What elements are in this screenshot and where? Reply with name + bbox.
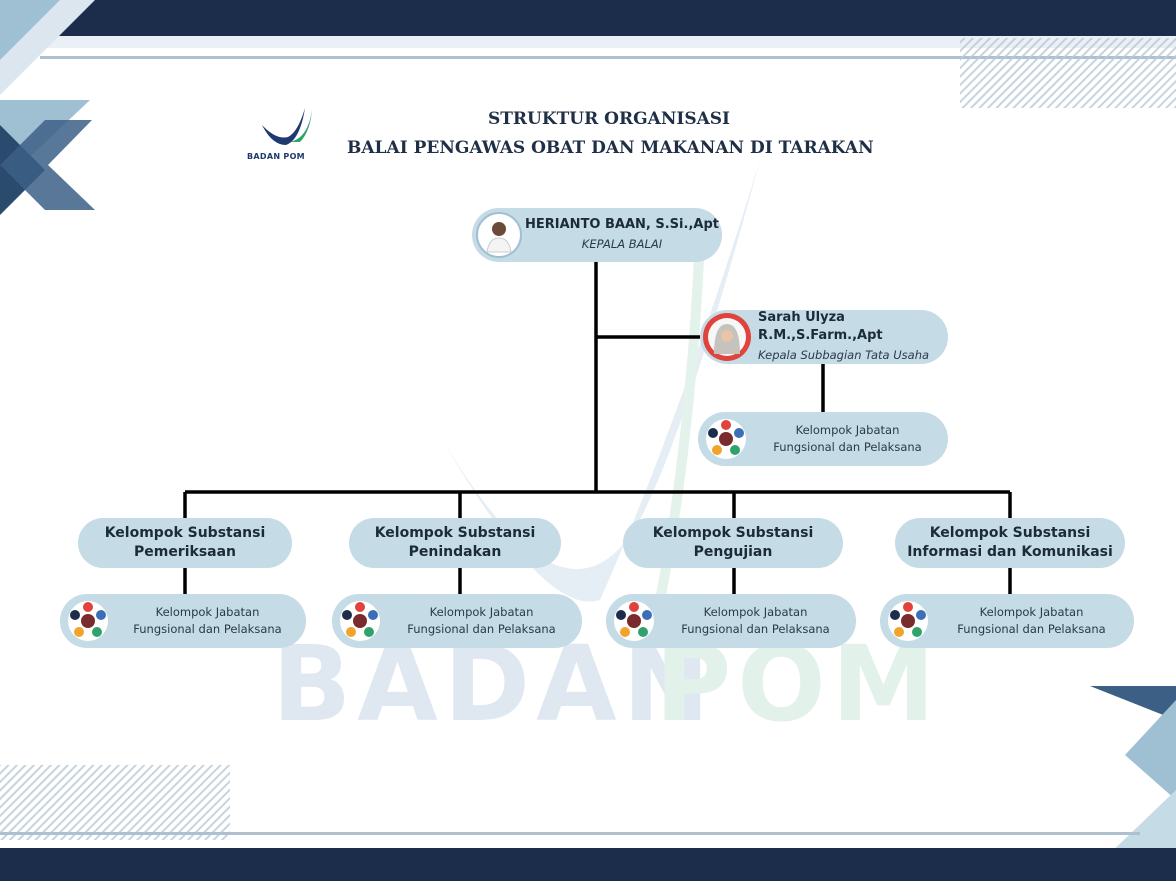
substance-line1: Kelompok Substansi <box>104 525 266 541</box>
substance-line2: Penindakan <box>408 544 502 560</box>
functional-group-line2: Fungsional dan Pelaksana <box>407 622 556 636</box>
functional-group-line1: Kelompok Jabatan <box>703 605 808 619</box>
functional-group-pengujian: Kelompok Jabatan Fungsional dan Pelaksan… <box>606 594 856 648</box>
substance-node-penindakan: Kelompok Substansi Penindakan <box>349 518 561 568</box>
substance-line2: Pemeriksaan <box>133 544 237 560</box>
functional-group-pemeriksaan: Kelompok Jabatan Fungsional dan Pelaksan… <box>60 594 306 648</box>
functional-group-line2: Fungsional dan Pelaksana <box>133 622 282 636</box>
team-network-icon <box>888 601 928 641</box>
substance-line1: Kelompok Substansi <box>929 525 1091 541</box>
substance-node-pengujian: Kelompok Substansi Pengujian <box>623 518 843 568</box>
team-network-icon <box>68 601 108 641</box>
admin-role: Kepala Subbagian Tata Usaha <box>758 348 930 362</box>
substance-line2: Pengujian <box>693 544 773 560</box>
functional-group-informasi: Kelompok Jabatan Fungsional dan Pelaksan… <box>880 594 1134 648</box>
team-network-icon <box>706 419 746 459</box>
head-node: HERIANTO BAAN, S.Si.,Apt KEPALA BALAI <box>472 208 722 262</box>
functional-group-penindakan: Kelompok Jabatan Fungsional dan Pelaksan… <box>332 594 582 648</box>
page-title-line1: STRUKTUR ORGANISASI <box>488 109 731 129</box>
functional-group-line1: Kelompok Jabatan <box>795 423 900 437</box>
functional-group-line1: Kelompok Jabatan <box>429 605 534 619</box>
functional-group-line1: Kelompok Jabatan <box>979 605 1084 619</box>
team-network-icon <box>340 601 380 641</box>
substance-line1: Kelompok Substansi <box>652 525 814 541</box>
functional-group-admin: Kelompok Jabatan Fungsional dan Pelaksan… <box>698 412 948 466</box>
functional-group-line2: Fungsional dan Pelaksana <box>681 622 830 636</box>
team-network-icon <box>614 601 654 641</box>
admin-node: Sarah Ulyza R.M.,S.Farm.,Apt Kepala Subb… <box>700 310 948 364</box>
substance-line1: Kelompok Substansi <box>374 525 536 541</box>
admin-name: Sarah Ulyza R.M.,S.Farm.,Apt <box>758 310 883 343</box>
head-name: HERIANTO BAAN, S.Si.,Apt <box>525 217 719 232</box>
person-photo-icon <box>703 313 751 361</box>
page-title-line2: BALAI PENGAWAS OBAT DAN MAKANAN DI TARAK… <box>347 138 874 158</box>
functional-group-line2: Fungsional dan Pelaksana <box>773 440 922 454</box>
substance-node-informasi: Kelompok Substansi Informasi dan Komunik… <box>895 518 1125 568</box>
functional-group-line2: Fungsional dan Pelaksana <box>957 622 1106 636</box>
functional-group-line1: Kelompok Jabatan <box>155 605 260 619</box>
substance-line2: Informasi dan Komunikasi <box>907 544 1113 560</box>
head-role: KEPALA BALAI <box>581 237 663 251</box>
logo-text: BADAN POM <box>247 152 305 161</box>
substance-node-pemeriksaan: Kelompok Substansi Pemeriksaan <box>78 518 292 568</box>
person-photo-icon <box>476 212 522 258</box>
